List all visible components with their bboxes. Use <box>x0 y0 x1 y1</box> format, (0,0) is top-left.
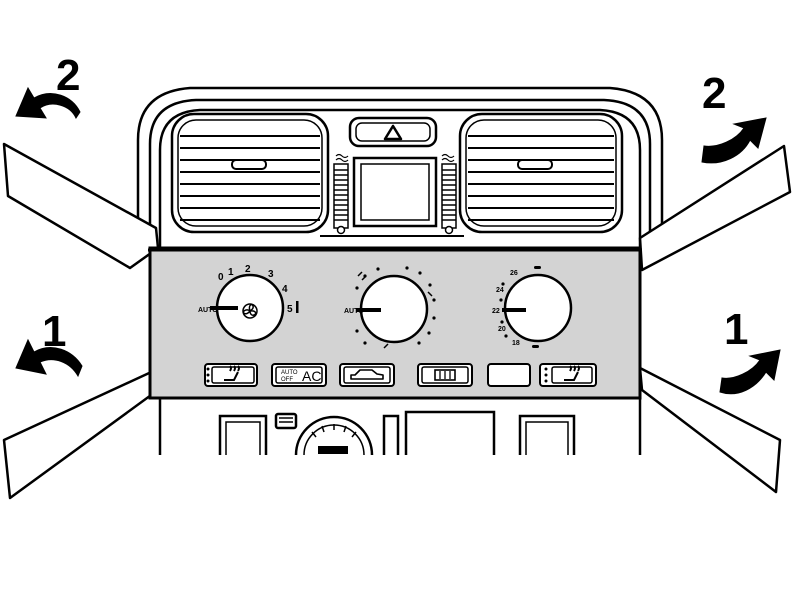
temperature-marks <box>499 266 541 348</box>
fan-max-bar <box>296 301 299 313</box>
fan-icon <box>242 303 258 319</box>
temperature-mark-22: 22 <box>492 308 500 315</box>
distribution-marks <box>355 266 436 345</box>
rear-defrost-icon <box>434 369 456 381</box>
lower-dial[interactable] <box>294 415 374 456</box>
rear-defrost-button[interactable] <box>417 363 473 387</box>
recirculation-button[interactable] <box>339 363 395 387</box>
ac-off-label: OFF <box>281 377 293 383</box>
seat-heater-icon <box>224 365 240 381</box>
arrow-upper-left-icon <box>15 86 81 120</box>
temperature-mark-18: 18 <box>512 340 520 347</box>
fan-speed-2: 2 <box>245 264 251 275</box>
center-display <box>352 156 438 228</box>
step-number-upper-right: 2 <box>702 69 726 118</box>
distribution-auto-label: AUTO <box>344 308 364 315</box>
dashboard-outline <box>136 86 664 455</box>
airflow-icon <box>441 153 455 163</box>
center-display-assembly <box>320 153 464 237</box>
left-vent-tab[interactable] <box>231 159 267 170</box>
hazard-button[interactable] <box>348 116 438 148</box>
ac-label: AC <box>302 368 321 384</box>
fan-speed-3: 3 <box>268 269 274 280</box>
air-distribution-dial[interactable]: AUTO <box>344 266 436 349</box>
step-number-upper-left: 2 <box>56 51 80 100</box>
arrow-lower-left-icon <box>15 338 83 378</box>
windscreen-airflow-icon <box>357 271 433 349</box>
step-number-lower-left: 1 <box>42 307 66 356</box>
temperature-mark-24: 24 <box>496 287 504 294</box>
seat-heater-icon <box>564 365 580 381</box>
fan-auto-label: AUTO <box>198 307 218 314</box>
fan-speed-dial[interactable]: AUTO 0 1 2 3 4 5 <box>198 264 299 343</box>
seat-heater-indicator <box>544 367 548 371</box>
blank-button[interactable] <box>487 363 531 387</box>
tool-lower-left <box>2 366 162 500</box>
airflow-icon <box>335 153 349 163</box>
arrow-lower-right-icon <box>719 349 781 395</box>
fan-speed-1: 1 <box>228 267 234 278</box>
fan-off-label: 0 <box>218 272 224 283</box>
ac-button[interactable]: AUTO OFF AC <box>271 363 327 387</box>
direction-arrows <box>15 86 781 395</box>
seat-heater-indicator <box>544 379 548 383</box>
lower-console <box>218 410 576 456</box>
fan-speed-max: 5 <box>287 304 293 315</box>
climate-control-panel: AUTO 0 1 2 3 4 5 AUTO <box>148 246 642 400</box>
temperature-mark-26: 26 <box>510 270 518 277</box>
left-seat-heater-button[interactable] <box>204 363 258 387</box>
step-number-lower-right: 1 <box>724 305 748 354</box>
temperature-dial[interactable]: 26 24 22 20 18 <box>492 266 573 348</box>
ac-auto-label: AUTO <box>281 370 298 376</box>
fan-speed-4: 4 <box>282 284 288 295</box>
seat-heater-indicator <box>206 373 210 377</box>
temperature-mark-20: 20 <box>498 326 506 333</box>
seat-heater-indicator <box>206 367 210 371</box>
removal-tools <box>2 142 792 500</box>
warning-triangle-icon <box>383 124 403 141</box>
tool-lower-right <box>638 366 782 494</box>
seat-heater-indicator <box>206 379 210 383</box>
tool-upper-left <box>2 142 160 270</box>
right-air-vent <box>458 112 624 234</box>
arrow-upper-right-icon <box>701 117 767 164</box>
left-air-vent <box>170 112 330 234</box>
car-recirculation-icon <box>350 369 384 380</box>
small-switch[interactable] <box>274 412 298 430</box>
seat-heater-indicator <box>544 373 548 377</box>
right-seat-heater-button[interactable] <box>539 363 597 387</box>
right-vent-tab[interactable] <box>517 159 553 170</box>
